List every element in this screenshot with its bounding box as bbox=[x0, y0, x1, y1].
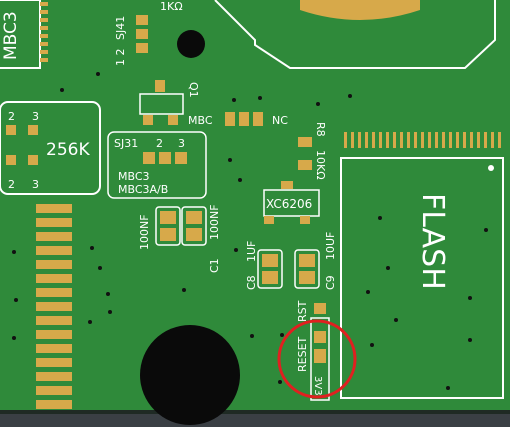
label-100nf-a: 100NF bbox=[138, 214, 151, 250]
label-256k: 256K bbox=[46, 140, 90, 160]
label-3v3: 3V3 bbox=[312, 376, 323, 396]
label-mbc3ab: MBC3A/B bbox=[118, 183, 168, 196]
flash-chip bbox=[340, 132, 504, 399]
mounting-hole-large bbox=[140, 325, 240, 425]
label-c9-val: 10UF bbox=[324, 232, 337, 260]
label-sj31-3: 3 bbox=[178, 137, 185, 150]
mbc-nc-pads bbox=[225, 112, 263, 126]
label-flash: FLASH bbox=[415, 193, 450, 290]
label-sj31-2: 2 bbox=[156, 137, 163, 150]
label-reset: RESET bbox=[296, 336, 309, 372]
label-mbc3-left: MBC3 bbox=[1, 11, 21, 60]
label-r8-val: 10KΩ bbox=[314, 150, 327, 180]
label-mbc: MBC bbox=[188, 114, 213, 127]
r8-resistor bbox=[298, 137, 312, 170]
label-c8: C8 bbox=[245, 275, 258, 290]
label-nc: NC bbox=[272, 114, 288, 127]
mbc3-chip-left bbox=[0, 0, 48, 69]
cap-c9 bbox=[294, 249, 320, 289]
label-xc6206: XC6206 bbox=[266, 197, 312, 211]
label-sj41-nums: 1 2 bbox=[114, 49, 127, 67]
label-sj31: SJ31 bbox=[114, 137, 138, 150]
sj41-pads bbox=[136, 15, 148, 53]
label-sj41: SJ41 bbox=[114, 16, 127, 40]
xc6206-regulator bbox=[263, 181, 320, 224]
edge-connector-fingers bbox=[36, 204, 72, 409]
label-256k-2b: 2 bbox=[8, 178, 15, 191]
top-round-chip bbox=[214, 0, 496, 69]
caps-100nf bbox=[155, 206, 207, 246]
mounting-hole-top bbox=[177, 30, 205, 58]
label-c1: C1 bbox=[208, 258, 221, 273]
label-c8-val: 1UF bbox=[245, 241, 258, 262]
chip-256k bbox=[0, 101, 101, 195]
label-mbc3: MBC3 bbox=[118, 170, 150, 183]
reset-jumper bbox=[310, 303, 330, 401]
label-c9: C9 bbox=[324, 275, 337, 290]
sj31-jumper bbox=[107, 131, 207, 199]
label-256k-2a: 2 bbox=[8, 110, 15, 123]
label-100nf-b: 100NF bbox=[208, 204, 221, 240]
label-256k-3b: 3 bbox=[32, 178, 39, 191]
red-annotation-circle bbox=[277, 319, 357, 399]
bottom-grey-bar bbox=[0, 414, 510, 427]
label-256k-3a: 3 bbox=[32, 110, 39, 123]
label-rst: RST bbox=[296, 300, 309, 322]
label-r8: R8 bbox=[314, 122, 327, 137]
label-q1: Q1 bbox=[187, 82, 200, 98]
cap-c8 bbox=[257, 249, 283, 289]
q1-transistor bbox=[139, 80, 184, 125]
label-r-top: 1KΩ bbox=[160, 0, 183, 13]
vias bbox=[12, 72, 488, 390]
